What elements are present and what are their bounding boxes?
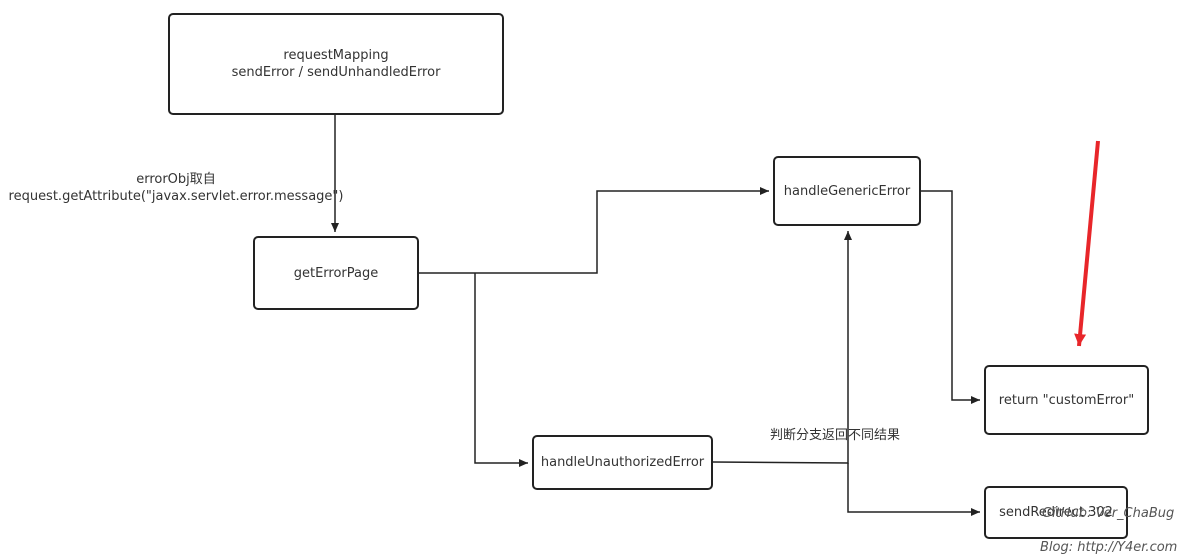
node-send-redirect[interactable]: sendRedirect 302: [984, 486, 1128, 539]
node-handle-unauthorized-error[interactable]: handleUnauthorizedError: [532, 435, 713, 490]
watermark-github: GitHub: Ver_ChaBug: [1042, 506, 1175, 521]
edge-label-error-obj-line1: errorObj取自: [136, 172, 216, 187]
node-handle-generic-error[interactable]: handleGenericError: [773, 156, 921, 226]
edge-errorpage-to-generic: [419, 187, 769, 274]
watermark-blog: Blog: http://Y4er.com: [1040, 540, 1178, 555]
node-handle-unauthorized-error-label: handleUnauthorizedError: [540, 455, 705, 470]
edge-label-error-obj: errorObj取自 request.getAttribute("javax.s…: [6, 171, 346, 205]
node-handle-generic-error-label: handleGenericError: [783, 183, 911, 199]
node-get-error-page-label: getErrorPage: [293, 265, 379, 281]
node-request-mapping-line2: sendError / sendUnhandledError: [231, 65, 441, 80]
node-get-error-page[interactable]: getErrorPage: [253, 236, 419, 310]
edge-generic-to-return: [921, 190, 980, 404]
node-return-custom-error-label: return "customError": [998, 392, 1135, 408]
edge-errorpage-to-unauthorized: [474, 273, 528, 467]
node-return-custom-error[interactable]: return "customError": [984, 365, 1149, 435]
edge-unauthorized-to-redirect: [847, 463, 980, 516]
node-request-mapping[interactable]: requestMapping sendError / sendUnhandled…: [168, 13, 504, 115]
highlight-arrow: [1074, 140, 1100, 347]
node-send-redirect-label: sendRedirect 302: [999, 505, 1113, 520]
edge-label-error-obj-line2: request.getAttribute("javax.servlet.erro…: [8, 189, 344, 204]
edge-label-branch-note: 判断分支返回不同结果: [770, 428, 901, 443]
node-request-mapping-line1: requestMapping: [283, 48, 389, 63]
